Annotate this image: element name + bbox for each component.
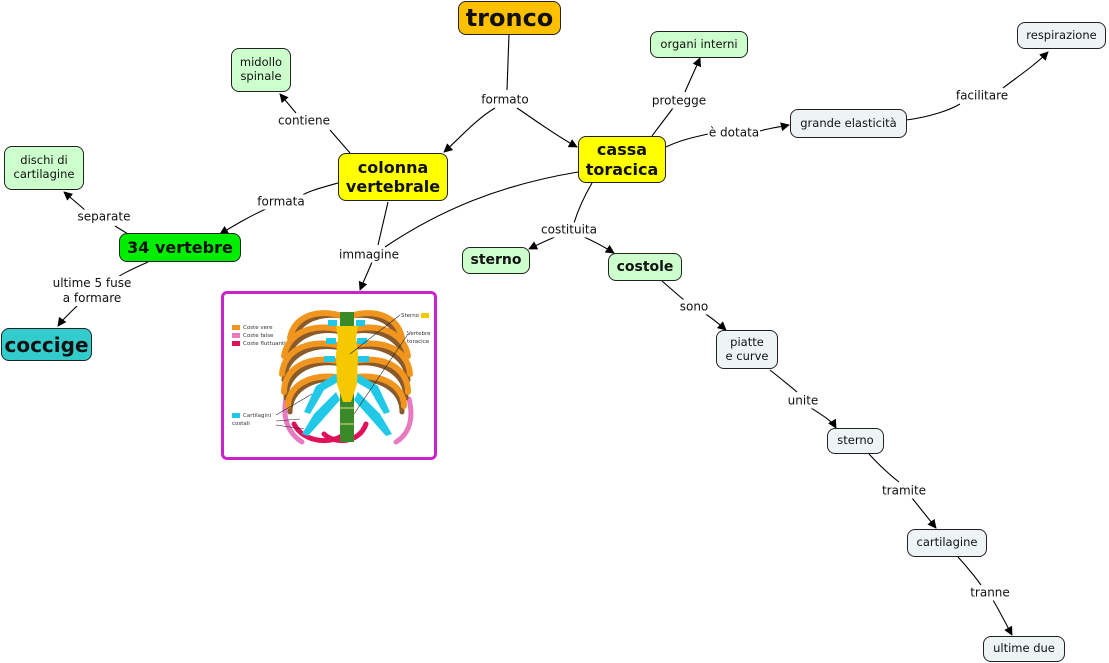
link-costituita-costole <box>581 235 615 254</box>
legend-item-coste-fluttuanti: Coste fluttuanti <box>232 340 286 348</box>
label-sterno: Sterno <box>401 312 432 320</box>
link-elasticita-facilitare <box>905 103 961 121</box>
concept-cassa-toracica[interactable]: cassa toracica <box>578 136 666 183</box>
link-label-e-dotata: è dotata <box>707 125 761 141</box>
link-protegge-organi <box>684 57 702 93</box>
rib-cage-image[interactable]: Coste vere Coste false Coste fluttuanti … <box>221 291 437 460</box>
link-sono-piatte <box>703 312 727 331</box>
concept-34-vertebre[interactable]: 34 vertebre <box>119 233 241 262</box>
legend-item-coste-false: Coste false <box>232 332 286 340</box>
concept-ultime-due[interactable]: ultime due <box>983 636 1065 662</box>
concept-grande-elasticita[interactable]: grande elasticità <box>790 109 907 138</box>
concept-cartilagine[interactable]: cartilagine <box>907 529 987 557</box>
link-piatte-unite <box>769 369 798 393</box>
link-label-tranne: tranne <box>969 585 1011 601</box>
concept-respirazione[interactable]: respirazione <box>1017 22 1106 49</box>
link-label-formato: formato <box>480 92 530 108</box>
concept-costole[interactable]: costole <box>608 253 682 281</box>
link-label-immagine: immagine <box>337 247 401 263</box>
concept-piatte-e-curve[interactable]: piatte e curve <box>716 330 778 369</box>
concept-sterno[interactable]: sterno <box>462 247 530 274</box>
link-cassa-immagine <box>384 171 579 248</box>
link-dotata-elasticita <box>759 122 790 132</box>
link-immagine-image <box>358 261 373 291</box>
link-cassa-protegge <box>651 107 674 137</box>
link-tramite-cartilagine <box>911 497 937 529</box>
label-cartilagini-costali: Cartilagini costali <box>232 413 272 427</box>
link-label-contiene: contiene <box>277 113 331 129</box>
link-tronco-formato <box>506 33 510 91</box>
link-formata-vertebre <box>219 207 269 235</box>
link-costituita-sterno <box>528 236 556 250</box>
link-colonna-immagine <box>377 201 389 246</box>
link-label-sono: sono <box>678 299 710 315</box>
link-cassa-costituita <box>573 182 593 224</box>
link-label-facilitare: facilitare <box>954 88 1010 104</box>
concept-coccige[interactable]: coccige <box>1 328 92 361</box>
rib-cage-drawing <box>275 310 414 445</box>
link-label-formata: formata <box>256 194 306 210</box>
link-contiene-midollo <box>279 93 297 114</box>
concept-midollo-spinale[interactable]: midollo spinale <box>231 48 291 92</box>
link-label-separate: separate <box>76 209 132 225</box>
label-vertebre-toracice: Vertebre toracice <box>407 331 431 345</box>
link-unite-sterno2 <box>810 407 837 429</box>
link-separate-dischi <box>63 191 86 211</box>
concept-tronco[interactable]: tronco <box>458 1 561 35</box>
link-colonna-contiene <box>329 129 351 154</box>
image-legend: Coste vere Coste false Coste fluttuanti <box>232 324 286 348</box>
link-label-protegge: protegge <box>650 93 708 109</box>
link-ultime5-coccige <box>57 304 79 327</box>
link-vertebre-ultime5 <box>117 261 149 278</box>
link-costole-sono <box>661 280 685 301</box>
link-label-costituita: costituita <box>540 222 598 238</box>
link-vertebre-separate <box>114 225 129 235</box>
link-sterno2-tramite <box>868 453 900 483</box>
concept-colonna-vertebrale[interactable]: colonna vertebrale <box>338 153 448 201</box>
link-facilitare-respirazione <box>1002 51 1049 89</box>
concept-sterno-2[interactable]: sterno <box>827 428 884 454</box>
link-formato-cassa <box>516 107 578 148</box>
concept-dischi-di-cartilagine[interactable]: dischi di cartilagine <box>4 146 84 190</box>
legend-item-coste-vere: Coste vere <box>232 324 286 332</box>
link-cartilagine-tranne <box>957 556 982 586</box>
concept-organi-interni[interactable]: organi interni <box>650 31 748 58</box>
link-formato-colonna <box>443 107 496 153</box>
link-label-unite: unite <box>786 393 820 409</box>
link-tranne-ultime <box>992 599 1013 636</box>
link-label-ultime-5-fuse: ultime 5 fuse a formare <box>51 276 133 306</box>
link-label-tramite: tramite <box>880 483 928 499</box>
link-cassa-dotata <box>665 133 709 148</box>
